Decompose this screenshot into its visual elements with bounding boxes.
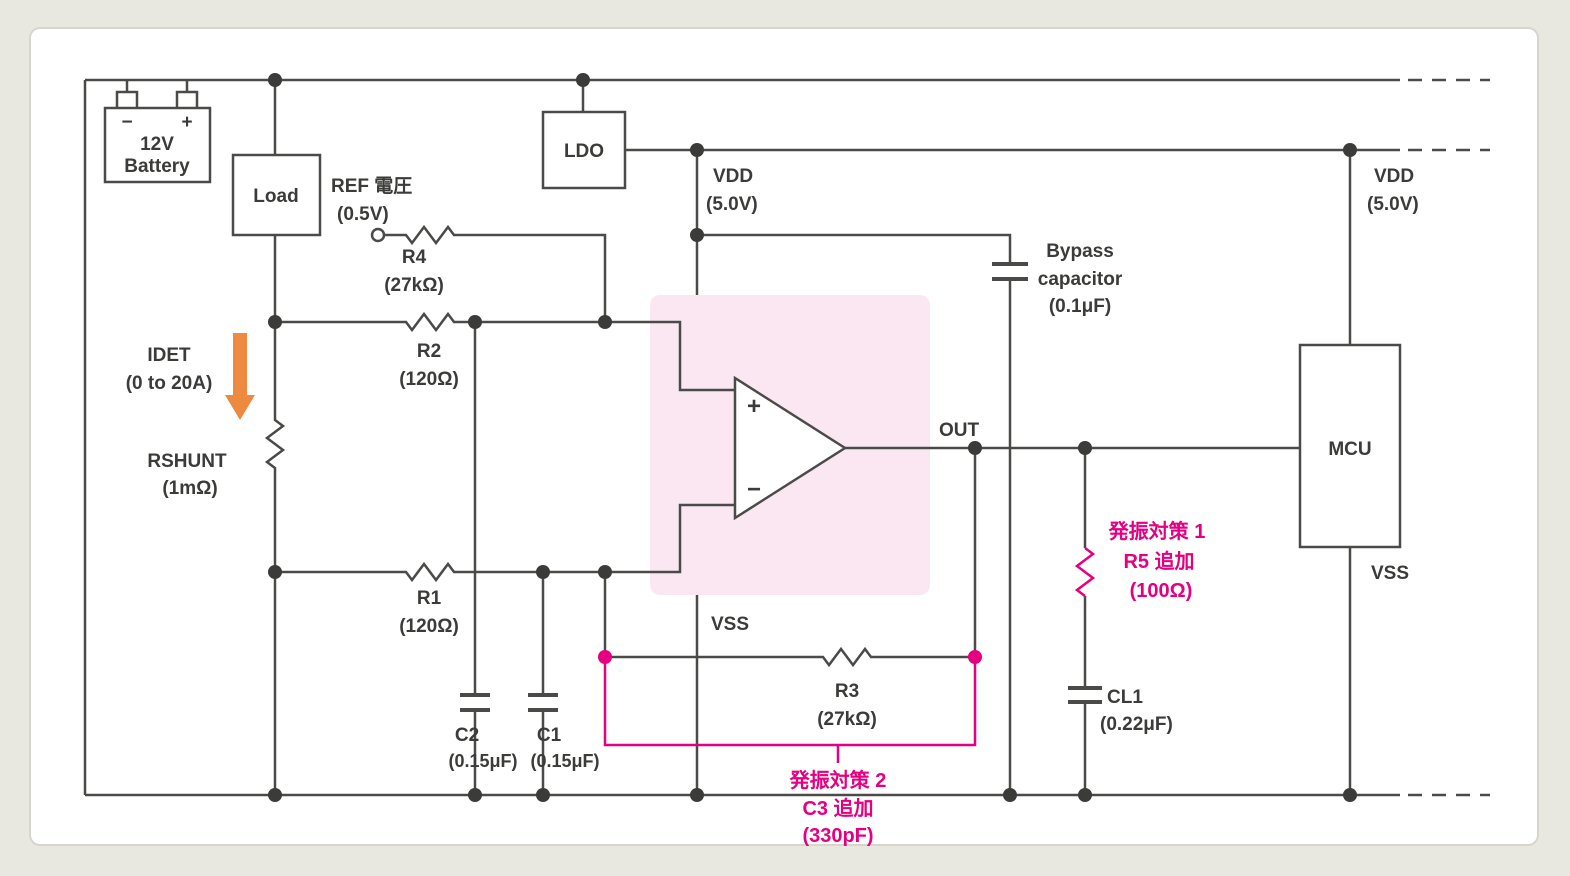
battery-voltage-label: 12V [140,134,174,155]
vdd-mcu-label: VDD [1374,166,1414,187]
ldo-box [541,110,627,190]
r3-label: R3 [835,681,859,702]
vdd-opamp-label: VDD [713,166,753,187]
osc-note1-title: 発振対策 1 [1108,519,1206,543]
cl1-label: CL1 [1107,687,1143,708]
wire-r2-to-plus-input [275,311,735,392]
opamp-plus-input-sign: + [747,393,761,420]
r2-label: R2 [417,341,441,362]
mcu-label: MCU [1328,439,1371,460]
mcu-vss-label: VSS [1371,563,1409,584]
ref-terminal-circle [370,227,386,243]
wire-rshunt [264,235,286,795]
bypass-cap-label-1: Bypass [1046,241,1114,262]
load-box [231,153,322,237]
r5-resistor-symbol [1074,547,1096,597]
osc-note1-value: (100Ω) [1130,580,1193,602]
oscillation-countermeasure-overlay [598,547,1096,763]
idet-range: (0 to 20A) [126,373,213,394]
mcu-box [1298,343,1402,549]
idet-label: IDET [147,345,191,366]
bypass-cap-label-2: capacitor [1038,269,1123,290]
rshunt-value: (1mΩ) [162,478,217,499]
opamp-minus-input-sign: − [747,476,761,503]
c2-capacitor-symbol [460,693,490,712]
r1-value: (120Ω) [399,616,459,637]
c3-parallel-path [603,657,977,747]
capacitor-plates [460,262,1102,712]
bypass-capacitor-symbol [992,262,1028,281]
c2-value: (0.15μF) [448,751,517,771]
r1-label: R1 [417,588,442,609]
osc-note2-part: C3 追加 [802,796,873,820]
battery-box [103,106,212,184]
wire-r4 [384,224,607,322]
c3-node-dot-left [598,650,612,664]
labels: − + 12V Battery Load LDO REF 電圧 (0.5V) R… [121,112,1418,847]
c1-label: C1 [537,725,562,746]
vdd-opamp-value: (5.0V) [706,194,758,215]
component-boxes [103,90,1402,549]
c1-capacitor-symbol [528,693,558,712]
battery-plus-sign: + [181,112,192,133]
r4-label: R4 [402,247,427,268]
opamp-vss-label: VSS [711,614,749,635]
out-label: OUT [939,420,980,441]
cl1-value: (0.22μF) [1100,714,1173,735]
wires [83,78,1490,797]
junction-dots [268,73,1357,802]
ref-voltage-value: (0.5V) [337,204,389,225]
osc-note2-title: 発振対策 2 [789,768,887,792]
ref-voltage-label: REF 電圧 [331,175,412,197]
load-label: Load [253,186,298,207]
current-arrow-icon [225,333,255,420]
osc-note2-value: (330pF) [802,825,873,847]
ldo-label: LDO [564,141,604,162]
r3-value: (27kΩ) [817,709,877,730]
osc-note1-part: R5 追加 [1123,549,1194,573]
cl1-capacitor-symbol [1068,686,1102,704]
r4-value: (27kΩ) [384,275,444,296]
opamp-triangle [733,375,848,521]
bypass-cap-value: (0.1μF) [1049,296,1111,317]
c1-value: (0.15μF) [530,751,599,771]
wire-bypass-top [697,233,1012,262]
wire-battery-stubs [125,80,189,92]
wire-r1-to-minus-input [275,503,735,583]
battery-minus-sign: − [121,112,132,133]
r2-value: (120Ω) [399,369,459,390]
battery-name-label: Battery [124,156,190,177]
rshunt-label: RSHUNT [147,451,227,472]
c2-label: C2 [455,725,479,746]
c3-node-dot-right [968,650,982,664]
vdd-mcu-value: (5.0V) [1367,194,1419,215]
wire-r3-feedback [603,448,977,668]
